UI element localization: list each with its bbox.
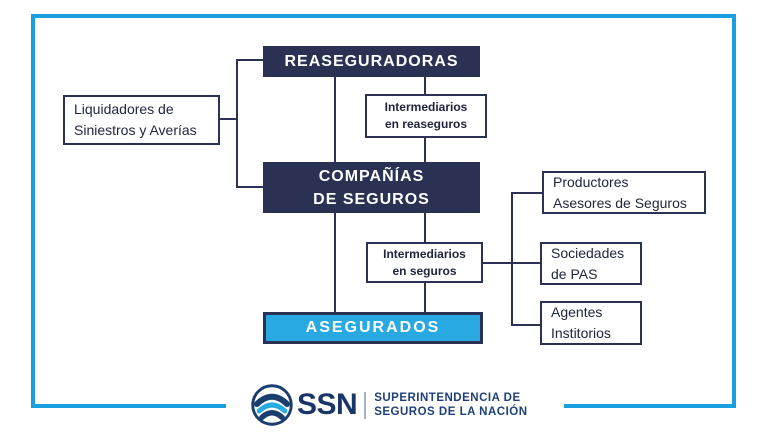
ssn-logo: SSN SUPERINTENDENCIA DE SEGUROS DE LA NA… (250, 383, 528, 427)
node-reaseguradoras: REASEGURADORAS (263, 46, 480, 77)
ssn-emblem-icon (251, 384, 293, 426)
connector-left-bracket-bottom (236, 186, 263, 188)
node-liquidadores-line2: Siniestros y Averías (74, 122, 197, 138)
node-intermediarios-seguros: Intermediarios en seguros (366, 242, 483, 283)
connector-agentes-stub (511, 324, 540, 326)
node-sociedades-line2: de PAS (551, 265, 598, 282)
node-liquidadores: Liquidadores de Siniestros y Averías (63, 95, 220, 145)
connector-companias-intermediarios-seguros (424, 213, 426, 242)
node-companias: COMPAÑÍAS DE SEGUROS (263, 162, 480, 213)
node-liquidadores-line1: Liquidadores de (74, 101, 174, 117)
connector-productores-stub (511, 192, 542, 194)
node-sociedades: Sociedades de PAS (540, 242, 642, 285)
org-name-line2: SEGUROS DE LA NACIÓN (374, 406, 528, 418)
node-asegurados-label: ASEGURADOS (305, 319, 441, 336)
node-agentes-line1: Agentes (551, 304, 603, 320)
org-name: SUPERINTENDENCIA DE SEGUROS DE LA NACIÓN (374, 391, 527, 419)
node-productores-line1: Productores (553, 173, 629, 190)
node-intermediarios-reaseguros-line2: en reaseguros (384, 117, 468, 131)
node-agentes-line2: Institorios (551, 325, 611, 341)
org-name-line1: SUPERINTENDENCIA DE (374, 392, 521, 404)
connector-left-bracket-top (236, 59, 263, 61)
node-agentes: Agentes Institorios (540, 301, 642, 345)
connector-left-bracket-vertical (236, 59, 238, 188)
node-reaseguradoras-label: REASEGURADORAS (284, 53, 459, 70)
node-companias-line1: COMPAÑÍAS (318, 167, 425, 185)
connector-reaseguradoras-companias (334, 77, 336, 162)
node-sociedades-line1: Sociedades (551, 244, 625, 261)
connector-intermediarios-companias (424, 138, 426, 162)
ssn-wordmark: SSN (297, 388, 358, 421)
connector-right-bracket-vertical (511, 192, 513, 326)
node-intermediarios-seguros-line2: en seguros (392, 263, 457, 278)
logo-divider (364, 391, 367, 419)
node-asegurados: ASEGURADOS (263, 312, 483, 344)
node-intermediarios-seguros-line1: Intermediarios (383, 246, 466, 261)
connector-companias-asegurados (334, 213, 336, 312)
frame-bottom-gap (226, 402, 564, 410)
connector-intermediarios-seguros-asegurados (424, 283, 426, 312)
node-companias-line2: DE SEGUROS (313, 190, 430, 208)
node-productores: Productores Asesores de Seguros (542, 171, 706, 214)
node-intermediarios-reaseguros: Intermediarios en reaseguros (365, 94, 487, 138)
node-intermediarios-reaseguros-line1: Intermediarios (384, 100, 468, 114)
connector-liquidadores-stub (220, 118, 238, 120)
connector-reaseguradoras-intermediarios (424, 77, 426, 94)
node-productores-line2: Asesores de Seguros (553, 194, 687, 211)
